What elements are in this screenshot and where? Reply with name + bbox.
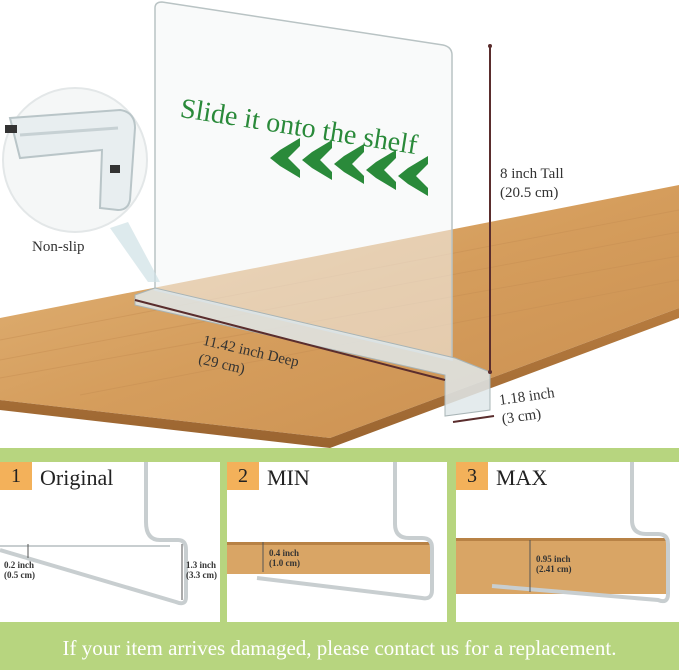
original-height-measure: 1.3 inch (3.3 cm) xyxy=(186,560,217,580)
original-divider-diagram xyxy=(0,462,188,606)
max-divider-diagram xyxy=(456,462,670,604)
panel-max: 3 MAX 0.95 inch (2.41 cm) xyxy=(456,462,679,622)
arrow-chevrons-icon xyxy=(270,138,428,196)
width-label: 1.18 inch (3 cm) xyxy=(498,384,559,429)
acrylic-base xyxy=(134,287,491,417)
panel-min: 2 MIN 0.4 inch (1.0 cm) xyxy=(227,462,447,622)
measure-inch: 0.4 inch xyxy=(269,548,300,558)
measure-inch: 0.2 inch xyxy=(4,560,35,570)
panel-title: MAX xyxy=(496,465,548,490)
hero-product-photo xyxy=(0,1,679,448)
measure-inch: 1.3 inch xyxy=(186,560,217,570)
hero-illustration xyxy=(0,1,679,448)
non-slip-closeup-icon xyxy=(5,108,137,212)
measure-inch: 0.95 inch xyxy=(536,554,571,564)
panel-number-badge: 3 xyxy=(456,462,488,490)
panel-number-badge: 1 xyxy=(0,462,32,490)
acrylic-divider-panel xyxy=(154,1,453,361)
tall-label: 8 inch Tall (20.5 cm) xyxy=(500,165,564,203)
deep-dimension-line xyxy=(134,299,446,381)
measure-cm: (0.5 cm) xyxy=(4,570,35,580)
measure-cm: (1.0 cm) xyxy=(269,558,300,568)
width-dimension-line xyxy=(452,415,495,423)
panel-title: MIN xyxy=(267,465,310,490)
zoom-pointer xyxy=(110,222,160,282)
max-gap-measure: 0.95 inch (2.41 cm) xyxy=(536,554,572,574)
panel-number-badge: 2 xyxy=(227,462,259,490)
measure-cm: (2.41 cm) xyxy=(536,564,572,574)
tall-cm-text: (20.5 cm) xyxy=(500,185,559,201)
non-slip-label: Non-slip xyxy=(32,239,85,255)
footer-notice: If your item arrives damaged, please con… xyxy=(62,635,617,660)
original-gap-measure: 0.2 inch (0.5 cm) xyxy=(4,560,35,580)
measure-cm: (3.3 cm) xyxy=(186,570,217,580)
panel-title: Original xyxy=(40,465,114,490)
panel-original: 1 Original 0.2 inch (0.5 cm) 1.3 inch (3… xyxy=(0,462,220,622)
min-gap-measure: 0.4 inch (1.0 cm) xyxy=(269,548,300,568)
min-divider-diagram xyxy=(227,462,434,601)
tall-inch-text: 8 inch Tall xyxy=(500,166,564,182)
